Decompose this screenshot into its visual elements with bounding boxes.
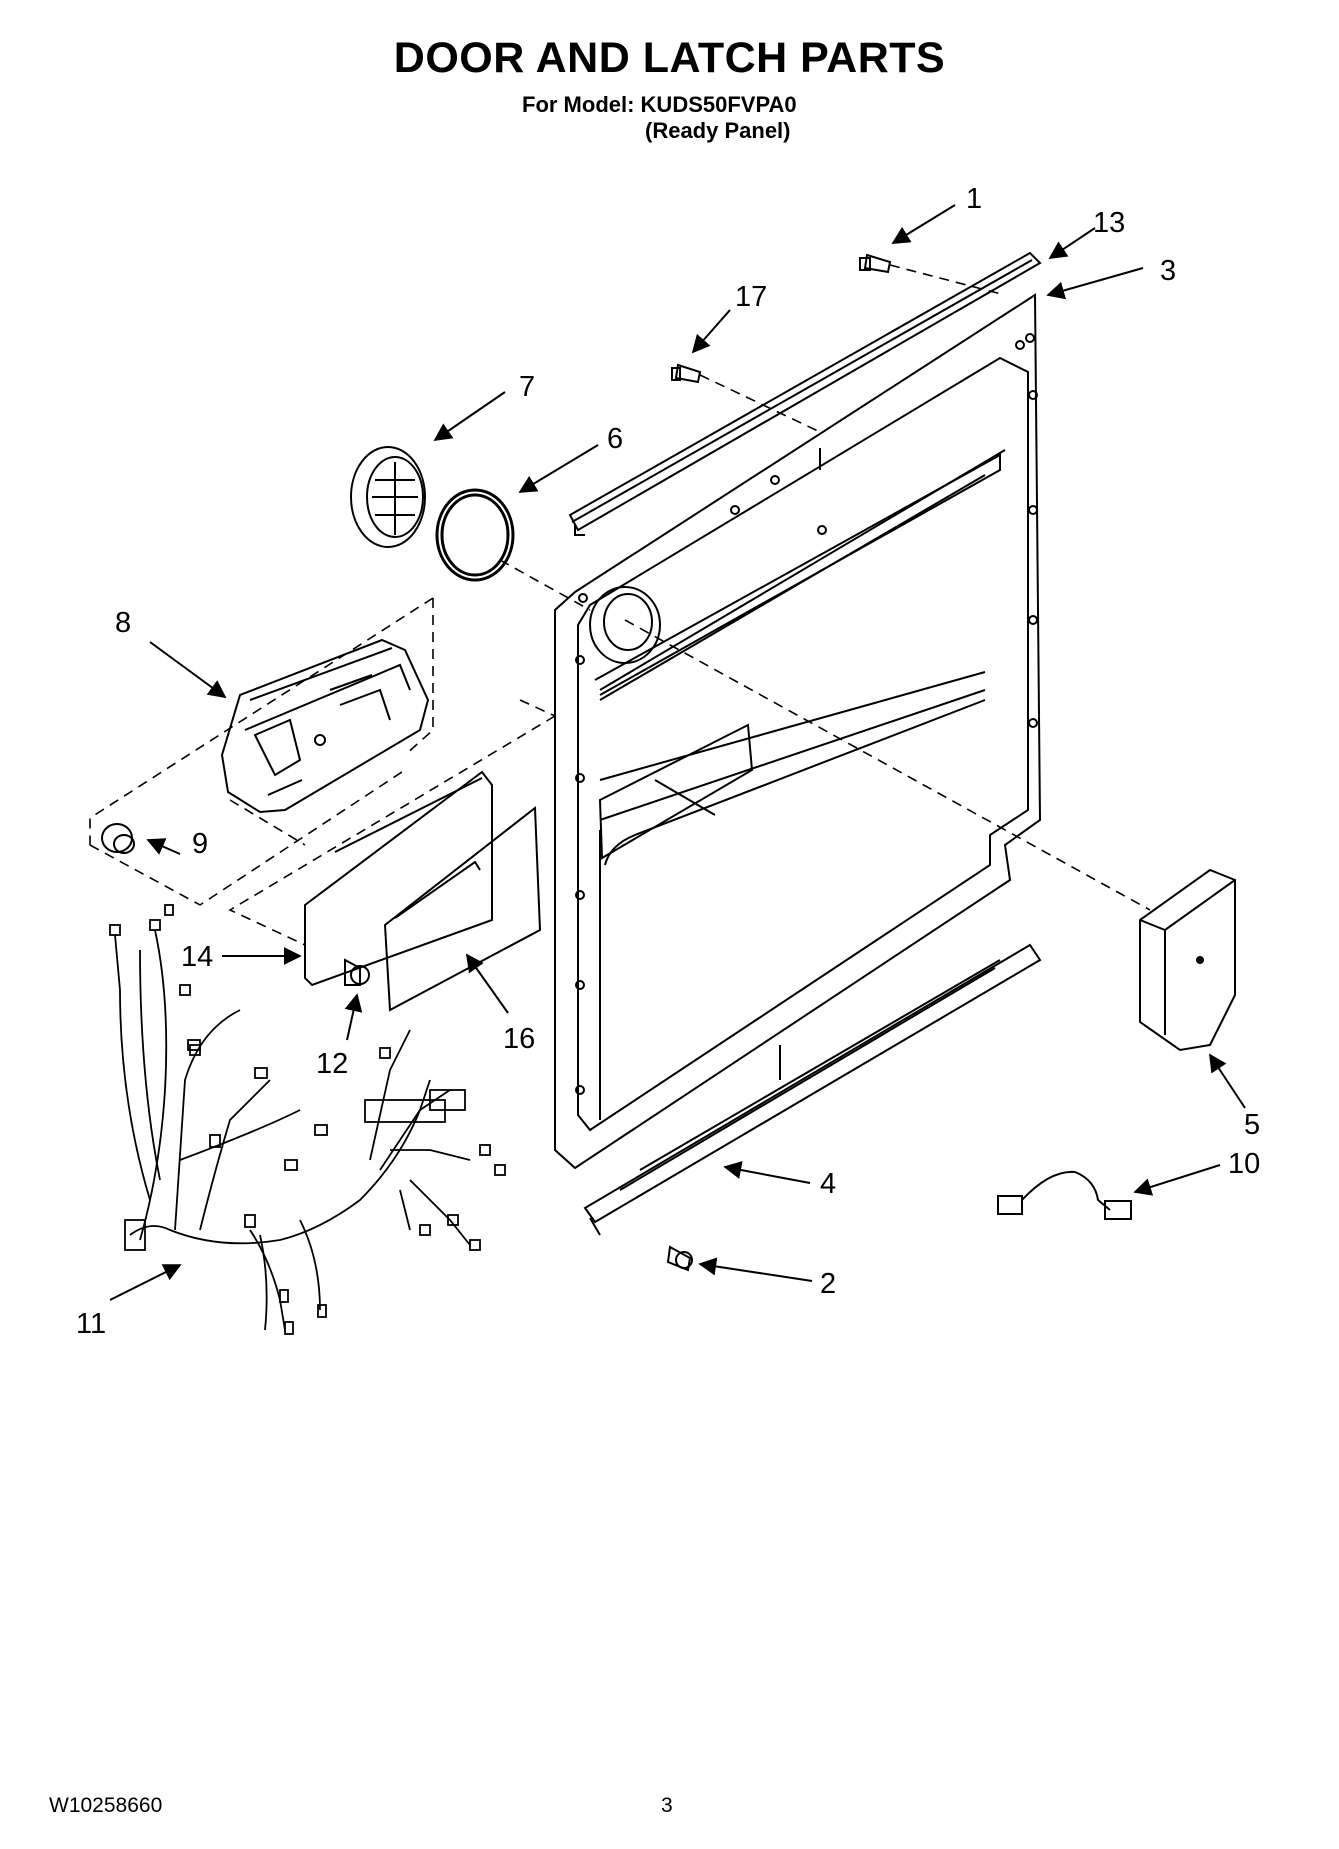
gasket-ring: [435, 488, 515, 582]
screw-part-12: [344, 958, 370, 986]
sensor-wire-part-10: [997, 1170, 1132, 1220]
latch-assembly: [220, 638, 430, 814]
assembly-dash-lines: [89, 264, 1151, 946]
control-board-cover: [383, 806, 542, 1012]
callout-3: 3: [1160, 255, 1176, 287]
side-bracket: [1139, 868, 1236, 1052]
vent-grille: [350, 446, 426, 548]
callout-1: 1: [966, 183, 982, 215]
callout-17: 17: [735, 281, 767, 313]
callout-10: 10: [1228, 1148, 1260, 1180]
page-number: 3: [661, 1794, 673, 1817]
control-board: [304, 770, 493, 987]
callout-12: 12: [316, 1048, 348, 1080]
lower-vent-strip: [583, 943, 1042, 1236]
callout-14: 14: [181, 941, 213, 973]
callout-13: 13: [1093, 207, 1125, 239]
callout-7: 7: [519, 371, 535, 403]
leader-arrows: [109, 204, 1246, 1301]
main-wire-harness-part-11: [109, 904, 506, 1335]
model-variant: (Ready Panel): [645, 118, 791, 143]
callout-5: 5: [1244, 1109, 1260, 1141]
callout-4: 4: [820, 1168, 836, 1200]
callout-2: 2: [820, 1268, 836, 1300]
callout-6: 6: [607, 423, 623, 455]
callout-8: 8: [115, 607, 131, 639]
callout-16: 16: [503, 1023, 535, 1055]
latch-button: [101, 823, 135, 854]
screw-part-2: [666, 1245, 693, 1272]
model-line: For Model: KUDS50FVPA0: [522, 92, 797, 117]
door-inner-panel: [554, 293, 1042, 1170]
callout-11: 11: [76, 1308, 106, 1340]
top-vent-strip: [568, 251, 1042, 536]
document-code: W10258660: [49, 1794, 163, 1817]
screw-part-17: [671, 363, 702, 384]
screw-part-1: [859, 253, 892, 274]
page-title: DOOR AND LATCH PARTS: [393, 34, 946, 82]
callout-9: 9: [192, 828, 208, 860]
